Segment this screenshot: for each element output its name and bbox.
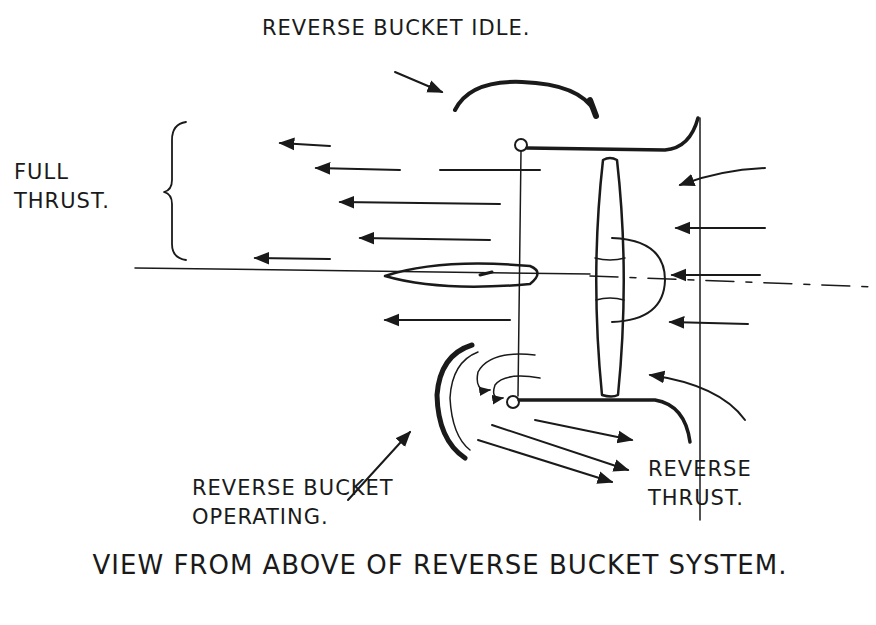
bucket-idle (455, 82, 595, 112)
nozzle-wall (519, 400, 690, 442)
brace (164, 122, 186, 260)
bucket-operating (437, 345, 472, 458)
pivot (507, 396, 519, 408)
nozzle-wall (527, 118, 698, 150)
part-label: REVERSE BUCKET OPERATING. (192, 474, 482, 532)
fairing (385, 264, 538, 287)
pivot (515, 139, 527, 151)
part-label: FULL THRUST. (14, 158, 154, 216)
leader-arrow (395, 72, 442, 92)
part-label: REVERSE BUCKET IDLE. (262, 14, 702, 43)
hub (612, 238, 665, 322)
part-label: REVERSE THRUST. (648, 455, 818, 513)
caption: VIEW FROM ABOVE OF REVERSE BUCKET SYSTEM… (90, 548, 790, 582)
